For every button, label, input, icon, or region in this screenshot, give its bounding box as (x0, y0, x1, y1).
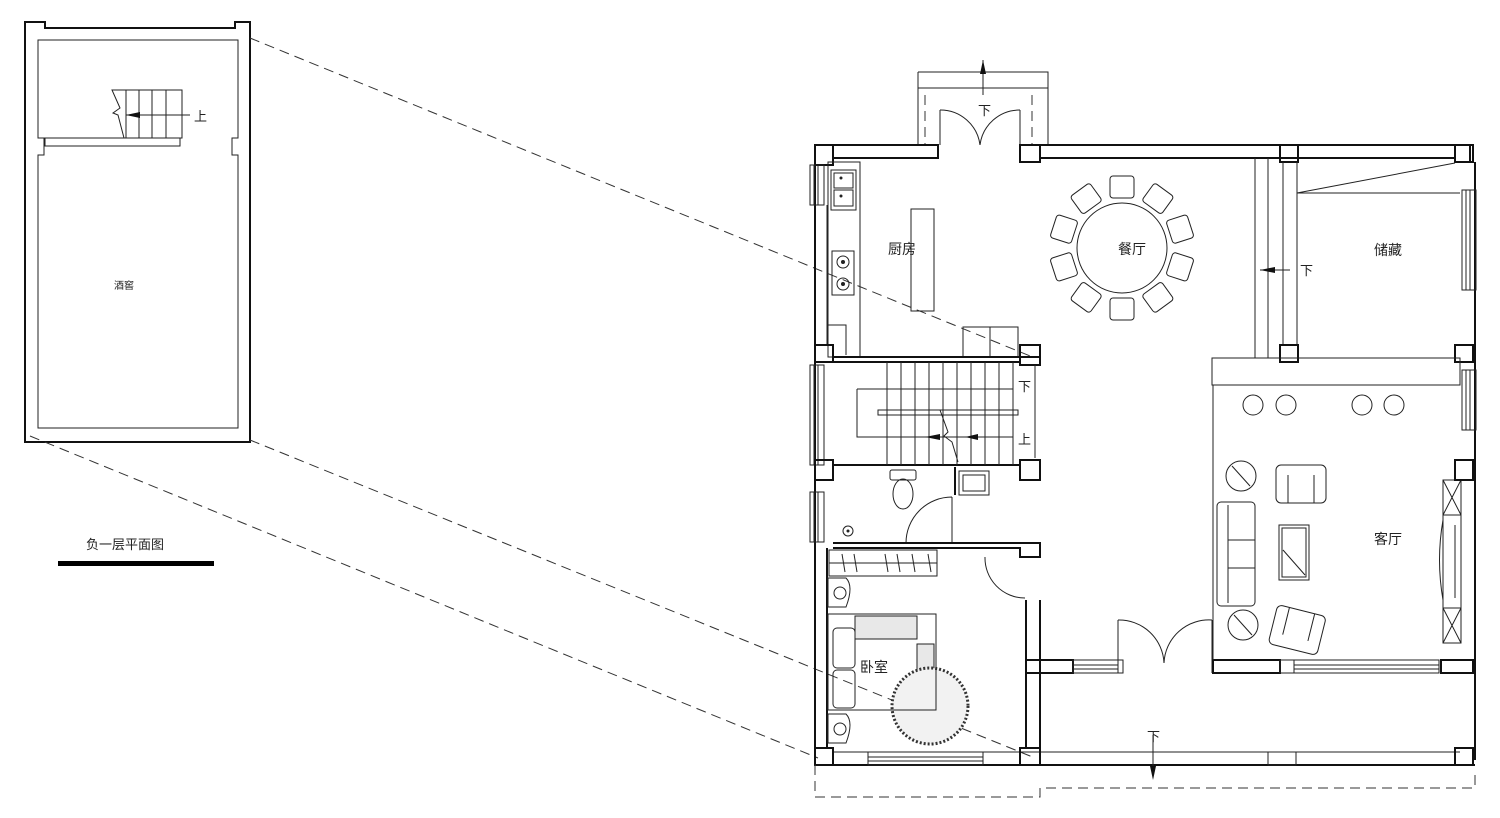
bathroom (833, 467, 1041, 558)
staircase (814, 361, 1041, 481)
basement-stair (111, 89, 190, 139)
stair-down-label: 下 (1018, 380, 1031, 395)
basement-stair-up-label: 上 (194, 110, 207, 125)
dining-table (1050, 175, 1194, 321)
title-underline (58, 561, 214, 566)
porch-down-label: 下 (1147, 730, 1160, 745)
living-room-label: 客厅 (1374, 531, 1402, 548)
dining-label: 餐厅 (1118, 242, 1146, 258)
entry-down-label: 下 (978, 104, 991, 119)
wine-cellar-label: 酒窖 (114, 279, 134, 292)
basement-plan-title: 负一层平面图 (86, 538, 164, 553)
exterior-walls (809, 144, 1477, 798)
living-room (1025, 385, 1474, 674)
bedroom-label: 卧室 (860, 659, 888, 676)
storage-label: 储藏 (1374, 243, 1402, 259)
stair-up-label: 上 (1018, 433, 1031, 448)
storage-room (1211, 158, 1474, 386)
kitchen (814, 161, 1041, 366)
storage-down-label: 下 (1300, 264, 1313, 279)
front-porch (1150, 735, 1156, 780)
bedroom (826, 548, 1041, 766)
bar-stools (1242, 394, 1405, 416)
kitchen-label: 厨房 (888, 242, 916, 258)
basement-plan: 上 酒窖 负一层平面图 (24, 21, 251, 566)
ground-floor-plan: 下 (809, 60, 1477, 798)
entry-porch (917, 60, 1049, 146)
